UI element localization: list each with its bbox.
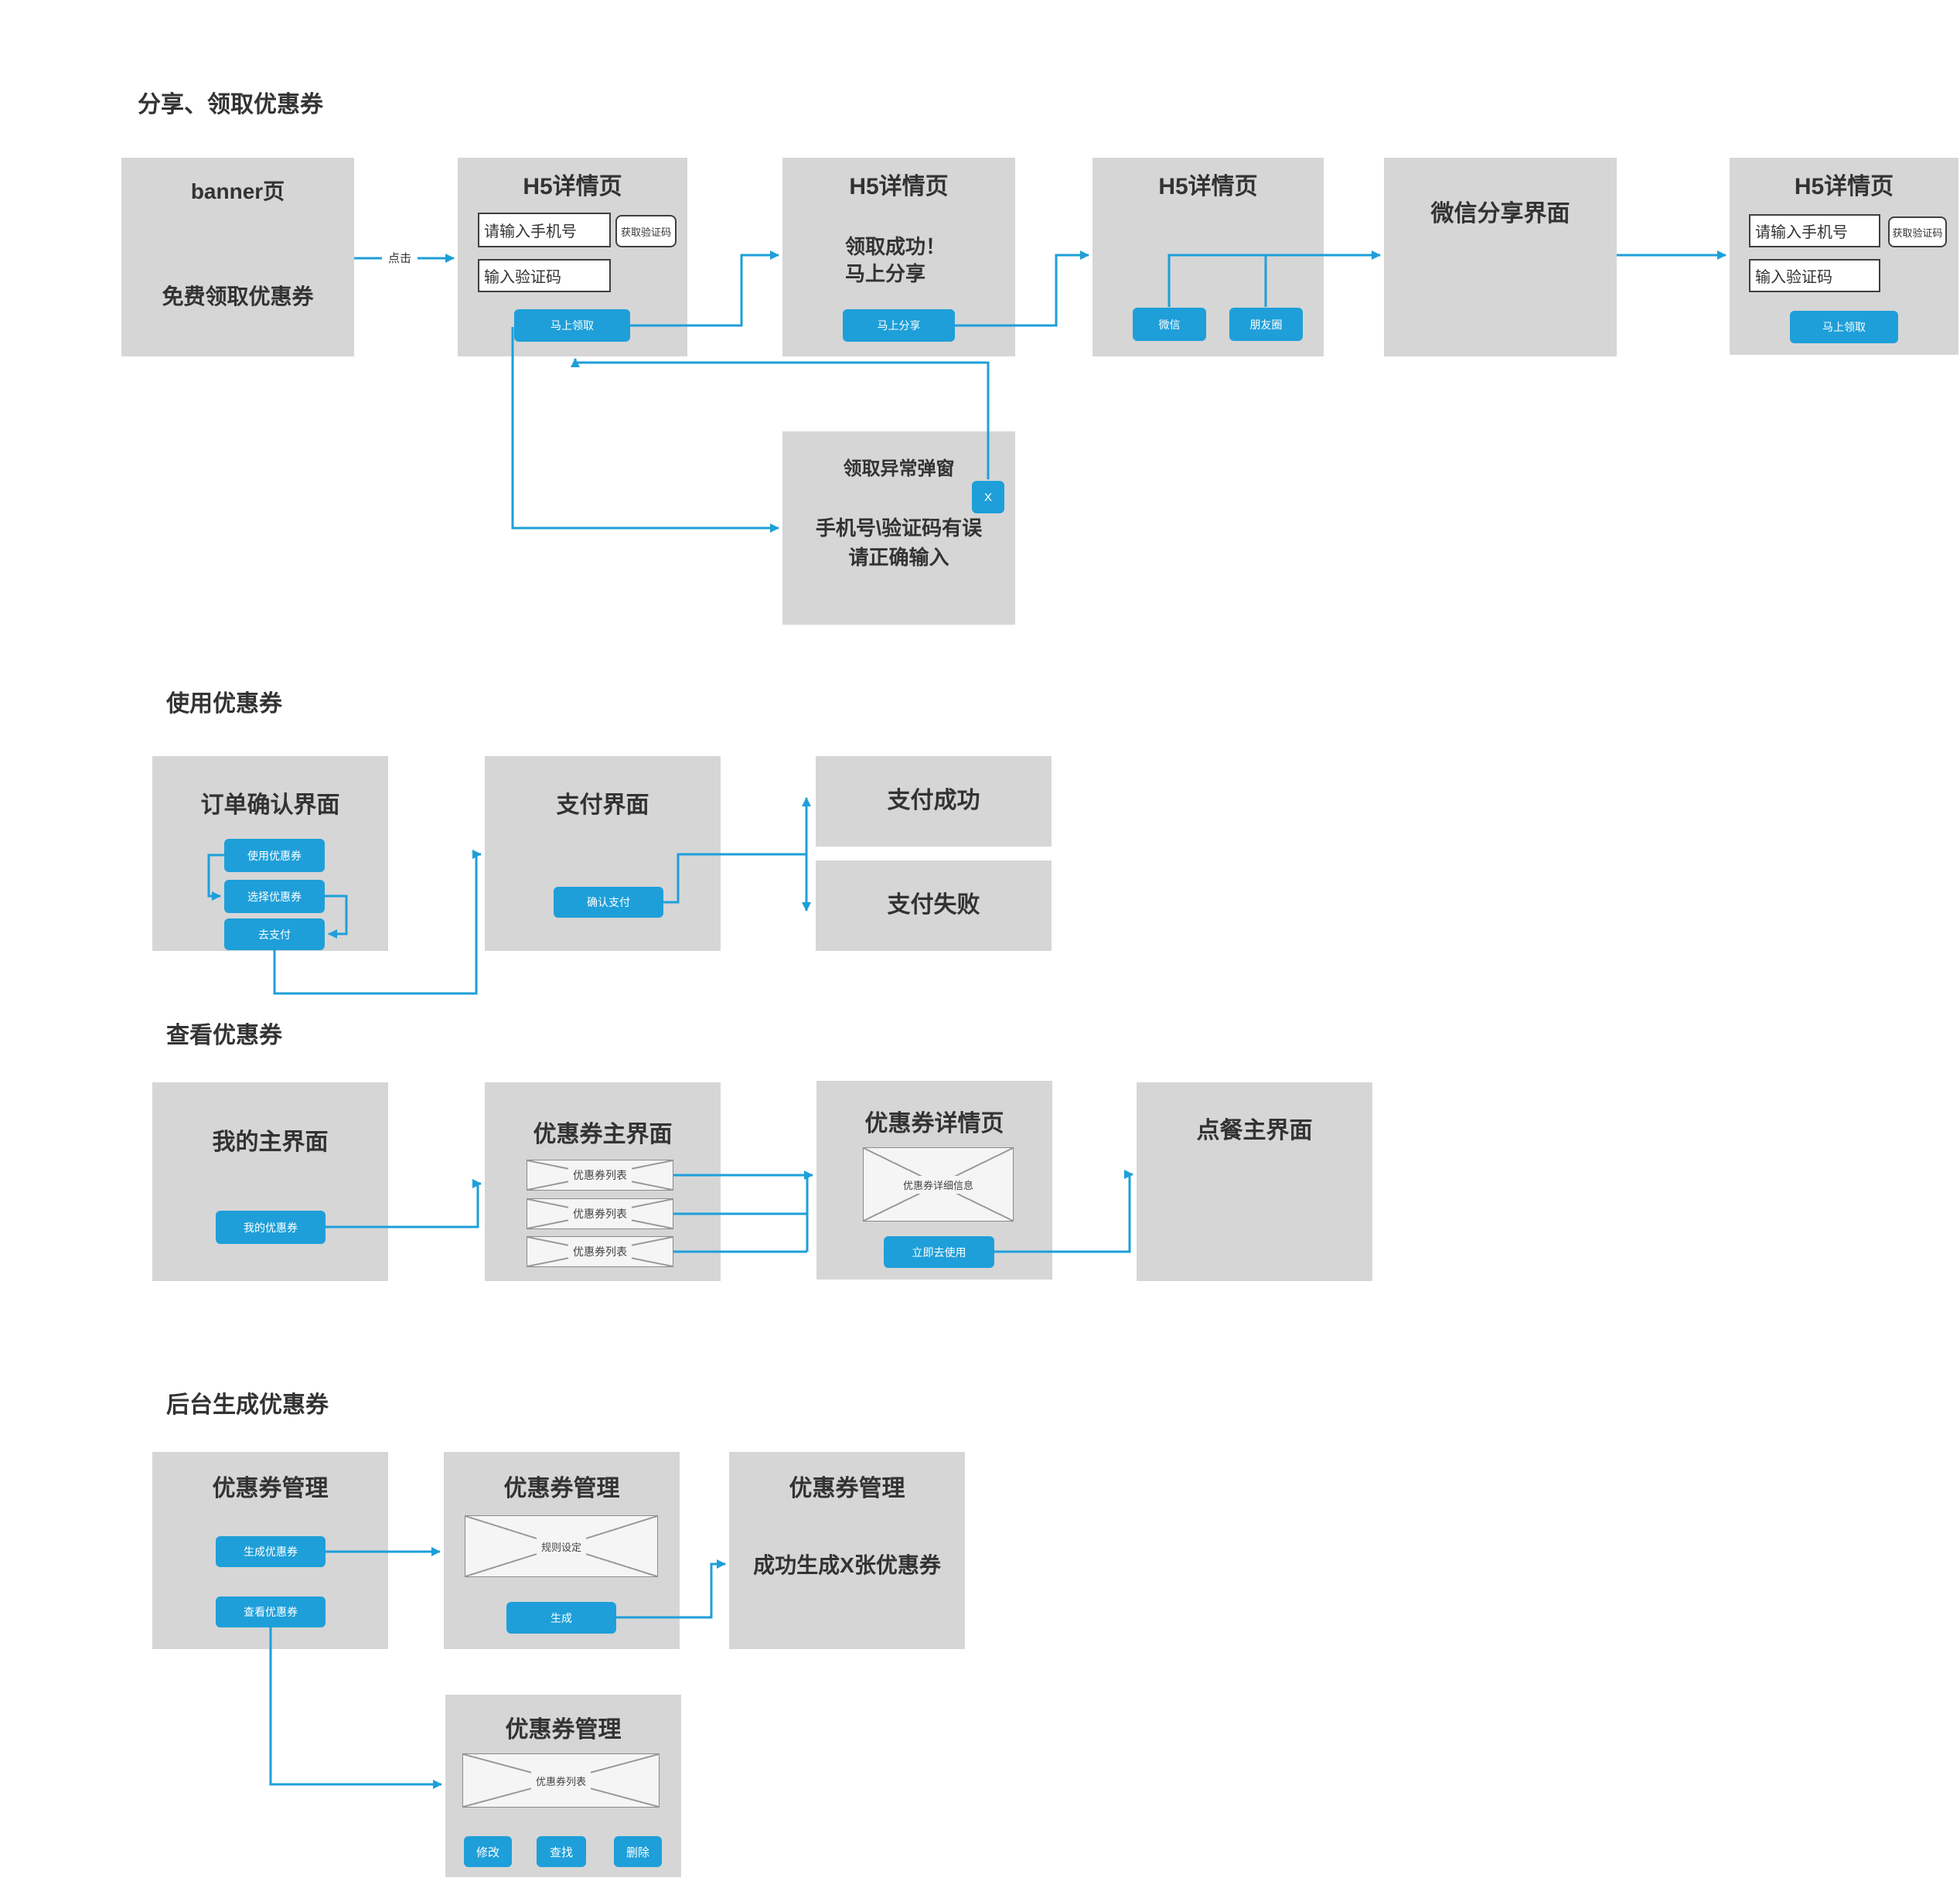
pay-fail-title: 支付失败 xyxy=(887,892,980,918)
phone-input-2[interactable]: 请输入手机号 xyxy=(1749,214,1880,247)
coupon-main-title: 优惠券主界面 xyxy=(533,1122,673,1147)
screen-coupon-detail: 优惠券详情页 优惠券详细信息 立即去使用 xyxy=(816,1081,1052,1280)
wechat-button[interactable]: 微信 xyxy=(1133,308,1206,341)
screen-coupon-manage-rules: 优惠券管理 规则设定 生成 xyxy=(444,1452,680,1649)
screen-order-confirm: 订单确认界面 使用优惠券 选择优惠券 去支付 xyxy=(152,756,388,951)
manage-main-title: 优惠券管理 xyxy=(212,1476,329,1501)
h5-success-title: H5详情页 xyxy=(849,174,949,199)
pay-success-title: 支付成功 xyxy=(887,788,980,813)
order-confirm-title: 订单确认界面 xyxy=(200,792,340,818)
generate-result-message: 成功生成X张优惠券 xyxy=(753,1553,941,1577)
screen-wechat-share: 微信分享界面 xyxy=(1384,158,1617,356)
rule-setting-placeholder: 规则设定 xyxy=(465,1515,658,1577)
h5-detail2-title: H5详情页 xyxy=(1794,174,1894,199)
wechat-share-title: 微信分享界面 xyxy=(1430,201,1570,227)
screen-order-home: 点餐主界面 xyxy=(1137,1082,1372,1281)
section-title-share-claim: 分享、领取优惠券 xyxy=(138,92,323,118)
payment-title: 支付界面 xyxy=(556,792,649,818)
section-title-backend-generate: 后台生成优惠券 xyxy=(166,1392,329,1418)
section-title-view-coupon: 查看优惠券 xyxy=(166,1023,282,1048)
coupon-detail-title: 优惠券详情页 xyxy=(864,1111,1004,1136)
manage-rules-title: 优惠券管理 xyxy=(503,1476,620,1501)
claim-now-button-2[interactable]: 马上领取 xyxy=(1790,311,1898,343)
use-coupon-button[interactable]: 使用优惠券 xyxy=(224,839,325,872)
my-coupons-button[interactable]: 我的优惠券 xyxy=(216,1211,326,1244)
code-input-2[interactable]: 输入验证码 xyxy=(1749,259,1880,292)
share-now-button[interactable]: 马上分享 xyxy=(843,309,955,342)
screen-coupon-main: 优惠券主界面 优惠券列表 优惠券列表 优惠券列表 xyxy=(485,1082,721,1281)
select-coupon-button[interactable]: 选择优惠券 xyxy=(224,880,325,913)
manage-list-title: 优惠券管理 xyxy=(505,1717,622,1743)
get-code-button-2[interactable]: 获取验证码 xyxy=(1888,216,1947,247)
modify-button[interactable]: 修改 xyxy=(464,1836,512,1867)
screen-payment: 支付界面 确认支付 xyxy=(485,756,721,951)
get-code-button[interactable]: 获取验证码 xyxy=(615,215,677,247)
click-arrow-label: 点击 xyxy=(382,250,418,266)
manage-result-title: 优惠券管理 xyxy=(789,1476,905,1501)
banner-page-subtitle: 免费领取优惠券 xyxy=(162,285,314,308)
coupon-list-row[interactable]: 优惠券列表 xyxy=(527,1198,673,1229)
coupon-list-row[interactable]: 优惠券列表 xyxy=(527,1160,673,1191)
screen-h5-detail-form-2: H5详情页 请输入手机号 获取验证码 输入验证码 马上领取 xyxy=(1730,158,1958,355)
screen-claim-error-popup: 领取异常弹窗 X 手机号\验证码有误 请正确输入 xyxy=(782,431,1015,625)
error-popup-message: 手机号\验证码有误 请正确输入 xyxy=(815,516,983,569)
screen-coupon-manage-result: 优惠券管理 成功生成X张优惠券 xyxy=(729,1452,965,1649)
use-now-button[interactable]: 立即去使用 xyxy=(884,1236,994,1268)
screen-coupon-manage-main: 优惠券管理 生成优惠券 查看优惠券 xyxy=(152,1452,388,1649)
section-title-use-coupon: 使用优惠券 xyxy=(166,691,282,717)
moments-button[interactable]: 朋友圈 xyxy=(1229,308,1303,341)
screen-pay-fail: 支付失败 xyxy=(816,860,1052,951)
view-coupon-button[interactable]: 查看优惠券 xyxy=(216,1596,326,1627)
screen-pay-success: 支付成功 xyxy=(816,756,1052,847)
generate-coupon-button[interactable]: 生成优惠券 xyxy=(216,1536,326,1567)
screen-my-home: 我的主界面 我的优惠券 xyxy=(152,1082,388,1281)
claim-now-button[interactable]: 马上领取 xyxy=(514,309,630,342)
order-home-title: 点餐主界面 xyxy=(1196,1118,1313,1143)
go-pay-button[interactable]: 去支付 xyxy=(224,918,325,950)
error-popup-title: 领取异常弹窗 xyxy=(843,458,955,479)
confirm-pay-button[interactable]: 确认支付 xyxy=(554,887,663,918)
screen-h5-claim-success: H5详情页 领取成功！ 马上分享 马上分享 xyxy=(782,158,1015,356)
screen-h5-share-targets: H5详情页 微信 朋友圈 xyxy=(1092,158,1324,356)
delete-button[interactable]: 删除 xyxy=(614,1836,662,1867)
phone-input[interactable]: 请输入手机号 xyxy=(478,213,611,247)
h5-detail-title: H5详情页 xyxy=(523,174,622,199)
code-input[interactable]: 输入验证码 xyxy=(478,259,611,292)
find-button[interactable]: 查找 xyxy=(537,1836,586,1867)
h5-share-title: H5详情页 xyxy=(1158,174,1258,199)
banner-page-title: banner页 xyxy=(190,179,285,203)
coupon-detail-image-placeholder: 优惠券详细信息 xyxy=(863,1147,1014,1222)
screen-h5-detail-form: H5详情页 请输入手机号 获取验证码 输入验证码 马上领取 xyxy=(458,158,687,356)
close-icon[interactable]: X xyxy=(972,481,1004,513)
coupon-list-placeholder: 优惠券列表 xyxy=(462,1753,660,1808)
generate-button[interactable]: 生成 xyxy=(506,1602,616,1634)
screen-coupon-manage-list: 优惠券管理 优惠券列表 修改 查找 删除 xyxy=(445,1695,681,1877)
coupon-list-row[interactable]: 优惠券列表 xyxy=(527,1236,673,1267)
screen-banner-page: banner页 免费领取优惠券 xyxy=(121,158,354,356)
my-home-title: 我的主界面 xyxy=(212,1130,329,1155)
claim-success-message: 领取成功！ 马上分享 xyxy=(845,235,946,285)
